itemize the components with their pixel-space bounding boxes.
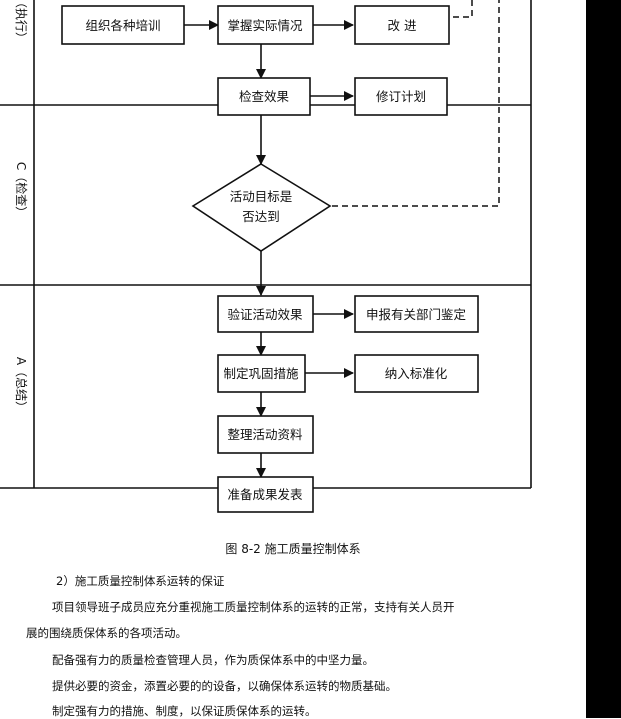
svg-text:修订计划: 修订计划 bbox=[376, 89, 426, 104]
feedback-dashed-path bbox=[332, 0, 500, 207]
svg-text:整理活动资料: 整理活动资料 bbox=[227, 427, 303, 442]
section-heading: 2）施工质量控制体系运转的保证 bbox=[56, 574, 225, 588]
decision-goal-achieved: 活动目标是 否达到 bbox=[191, 163, 332, 252]
phase-label-check: C（检查） bbox=[14, 162, 29, 218]
box-report-appraisal: 申报有关部门鉴定 bbox=[354, 295, 479, 333]
svg-text:活动目标是: 活动目标是 bbox=[230, 189, 293, 204]
phase-label-act: A（总结） bbox=[14, 357, 28, 413]
paragraph-line-3: 配备强有力的质量检查管理人员，作为质保体系中的中坚力量。 bbox=[52, 653, 374, 667]
scan-edge-black-strip bbox=[586, 0, 621, 718]
svg-text:检查效果: 检查效果 bbox=[239, 89, 290, 104]
box-verify-effect: 验证活动效果 bbox=[217, 295, 314, 333]
paragraph-line-1: 项目领导班子成员应充分重视施工质量控制体系的运转的正常，支持有关人员开 bbox=[52, 600, 455, 614]
connectors bbox=[184, 20, 354, 478]
svg-text:准备成果发表: 准备成果发表 bbox=[227, 487, 303, 502]
phase-label-do: （执行） bbox=[14, 0, 28, 44]
figure-caption: 图 8-2 施工质量控制体系 bbox=[225, 542, 361, 556]
svg-text:否达到: 否达到 bbox=[242, 209, 280, 224]
svg-text:纳入标准化: 纳入标准化 bbox=[385, 366, 448, 381]
box-grasp-actual: 掌握实际情况 bbox=[217, 5, 314, 45]
paragraph-line-4: 提供必要的资金，添置必要的的设备，以确保体系运转的物质基础。 bbox=[52, 679, 397, 693]
paragraph-line-5: 制定强有力的措施、制度，以保证质保体系的运转。 bbox=[52, 704, 317, 718]
box-improve: 改 进 bbox=[354, 5, 450, 45]
box-check-effect: 检查效果 bbox=[217, 77, 311, 116]
svg-text:申报有关部门鉴定: 申报有关部门鉴定 bbox=[366, 307, 466, 322]
svg-text:验证活动效果: 验证活动效果 bbox=[227, 307, 303, 322]
svg-text:改 进: 改 进 bbox=[388, 18, 417, 33]
svg-text:制定巩固措施: 制定巩固措施 bbox=[223, 366, 299, 381]
flowchart: （执行） C（检查） A（总结） 组织各种培训 掌握实际情况 改 进 检查效果 bbox=[0, 0, 532, 513]
box-revise-plan: 修订计划 bbox=[354, 77, 448, 116]
paragraph-line-2: 展的围绕质保体系的各项活动。 bbox=[26, 626, 187, 640]
svg-text:掌握实际情况: 掌握实际情况 bbox=[227, 18, 303, 33]
box-organize-training: 组织各种培训 bbox=[61, 5, 185, 45]
box-consolidation: 制定巩固措施 bbox=[217, 354, 306, 393]
svg-text:组织各种培训: 组织各种培训 bbox=[85, 18, 160, 33]
box-standardize: 纳入标准化 bbox=[354, 354, 479, 393]
box-organize-data: 整理活动资料 bbox=[217, 415, 314, 454]
box-publish-results: 准备成果发表 bbox=[217, 476, 314, 513]
